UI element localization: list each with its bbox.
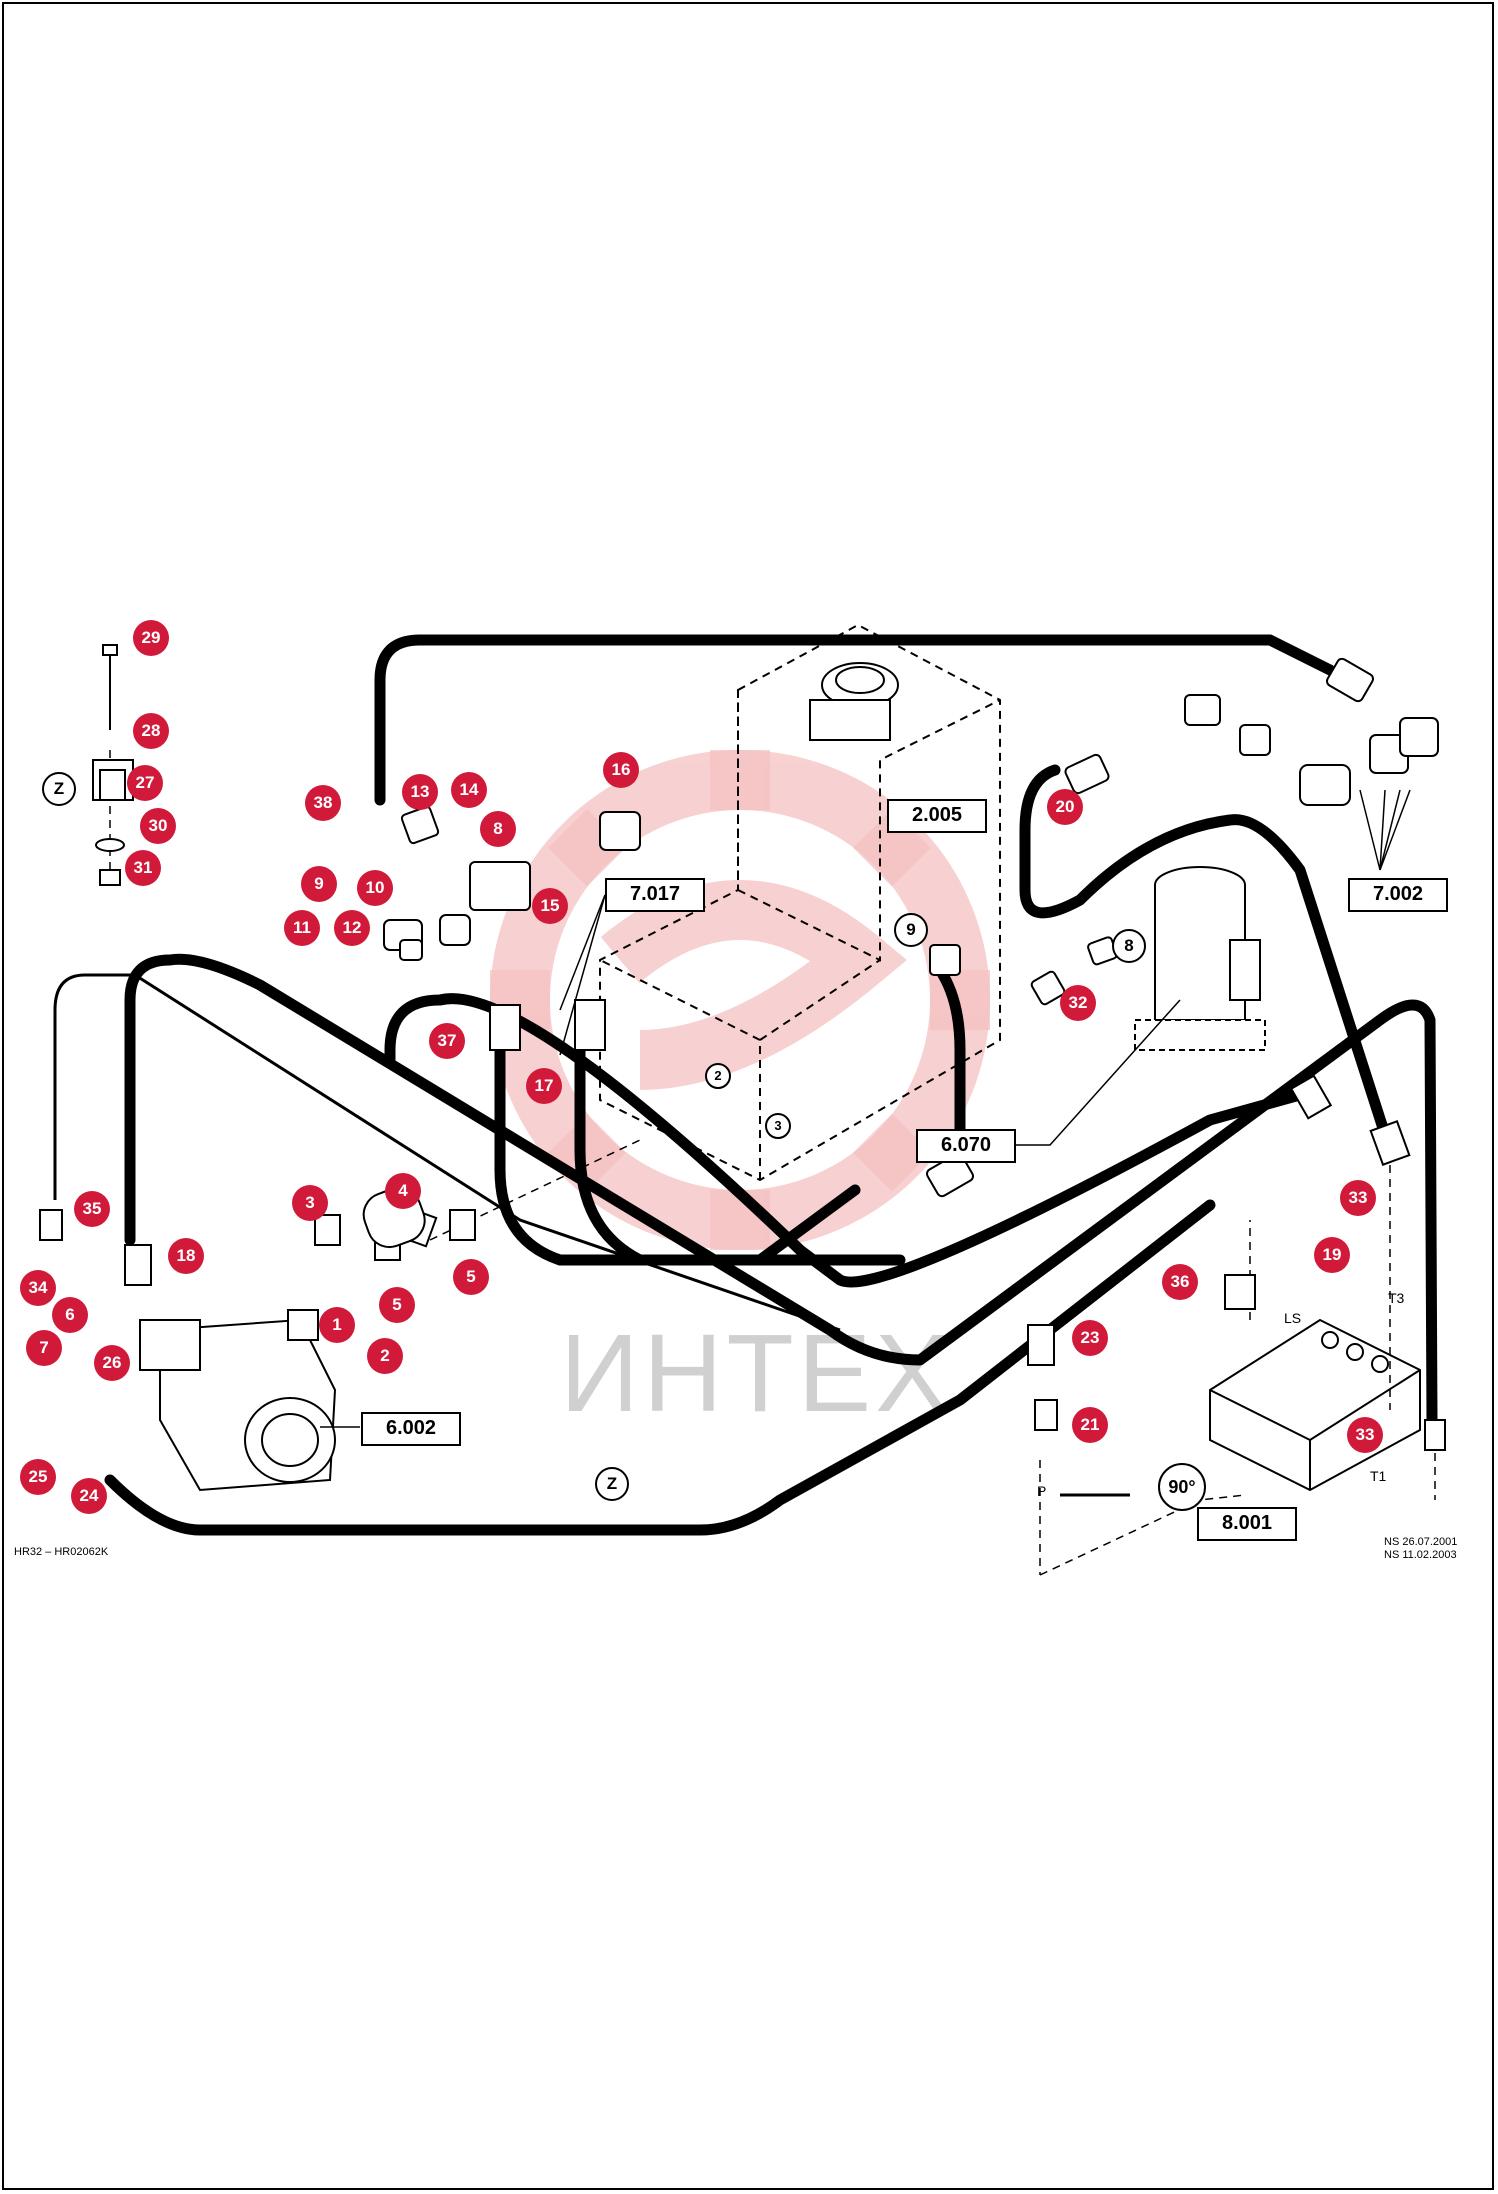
circle-label-2: 2: [705, 1063, 731, 1089]
callout-21[interactable]: 21: [1072, 1407, 1108, 1443]
revision-date-1: NS 26.07.2001: [1384, 1536, 1458, 1548]
callout-13[interactable]: 13: [402, 774, 438, 810]
control-valve: [1209, 1318, 1421, 1492]
callout-3[interactable]: 3: [292, 1185, 328, 1221]
callout-28[interactable]: 28: [133, 713, 169, 749]
callout-14[interactable]: 14: [451, 772, 487, 808]
callout-11[interactable]: 11: [284, 910, 320, 946]
ref-box-2-005[interactable]: 2.005: [887, 799, 987, 833]
callout-18[interactable]: 18: [168, 1238, 204, 1274]
hydraulic-tank: [599, 623, 1001, 1182]
callout-19[interactable]: 19: [1314, 1237, 1350, 1273]
fittings: [39, 657, 1446, 1451]
drawing-number: HR32 – HR02062K: [14, 1546, 109, 1558]
callout-23[interactable]: 23: [1072, 1320, 1108, 1356]
callout-31[interactable]: 31: [125, 850, 161, 886]
circle-label-3: 3: [765, 1113, 791, 1139]
callout-33a[interactable]: 33: [1340, 1180, 1376, 1216]
watermark-text: ИНТЕХ: [560, 1312, 953, 1435]
ref-box-7-002[interactable]: 7.002: [1348, 878, 1448, 912]
circle-label-8: 8: [1112, 929, 1146, 963]
circle-label-z-hose: Z: [595, 1467, 629, 1501]
callout-17[interactable]: 17: [526, 1068, 562, 1104]
ref-box-7-017[interactable]: 7.017: [605, 878, 705, 912]
callout-2[interactable]: 2: [367, 1338, 403, 1374]
clamp-bracket: [92, 644, 134, 886]
callout-4[interactable]: 4: [385, 1173, 421, 1209]
callout-16[interactable]: 16: [603, 752, 639, 788]
ref-box-6-002[interactable]: 6.002: [361, 1412, 461, 1446]
callout-12[interactable]: 12: [334, 910, 370, 946]
port-label-p: P: [1037, 1483, 1047, 1499]
thin-line: [53, 973, 1130, 1497]
tank-filler-cap: [809, 662, 899, 741]
callout-5a[interactable]: 5: [379, 1287, 415, 1323]
revision-date-2: NS 11.02.2003: [1384, 1549, 1457, 1561]
callout-10[interactable]: 10: [357, 870, 393, 906]
callout-15[interactable]: 15: [532, 888, 568, 924]
callout-30[interactable]: 30: [140, 808, 176, 844]
callout-32[interactable]: 32: [1060, 985, 1096, 1021]
callout-9[interactable]: 9: [301, 866, 337, 902]
callout-29[interactable]: 29: [133, 620, 169, 656]
ref-box-8-001[interactable]: 8.001: [1197, 1507, 1297, 1541]
port-label-t1: T1: [1370, 1468, 1387, 1484]
ref-box-6-070[interactable]: 6.070: [916, 1129, 1016, 1163]
callout-35[interactable]: 35: [74, 1191, 110, 1227]
port-label-ls: LS: [1284, 1310, 1302, 1326]
callout-37[interactable]: 37: [429, 1023, 465, 1059]
callout-5b[interactable]: 5: [453, 1259, 489, 1295]
callout-25[interactable]: 25: [20, 1459, 56, 1495]
callout-36[interactable]: 36: [1162, 1264, 1198, 1300]
callout-26[interactable]: 26: [94, 1345, 130, 1381]
revision-dates: NS 26.07.2001 NS 11.02.2003: [1384, 1536, 1457, 1562]
hydraulic-pump: [139, 1318, 337, 1492]
callout-20[interactable]: 20: [1047, 789, 1083, 825]
circle-label-9: 9: [894, 913, 928, 947]
circle-label-z-bracket: Z: [42, 772, 76, 806]
callout-27[interactable]: 27: [127, 765, 163, 801]
callout-1[interactable]: 1: [319, 1307, 355, 1343]
callout-33b[interactable]: 33: [1347, 1417, 1383, 1453]
hoses: [104, 634, 1438, 1536]
callout-34[interactable]: 34: [20, 1270, 56, 1306]
callout-24[interactable]: 24: [71, 1478, 107, 1514]
port-label-t3: T3: [1388, 1290, 1405, 1306]
callout-38[interactable]: 38: [305, 785, 341, 821]
circle-label-90-degrees: 90°: [1158, 1463, 1206, 1511]
callout-8[interactable]: 8: [480, 811, 516, 847]
callout-6[interactable]: 6: [52, 1297, 88, 1333]
rotary-joint: [1134, 866, 1266, 1051]
callout-7[interactable]: 7: [26, 1330, 62, 1366]
